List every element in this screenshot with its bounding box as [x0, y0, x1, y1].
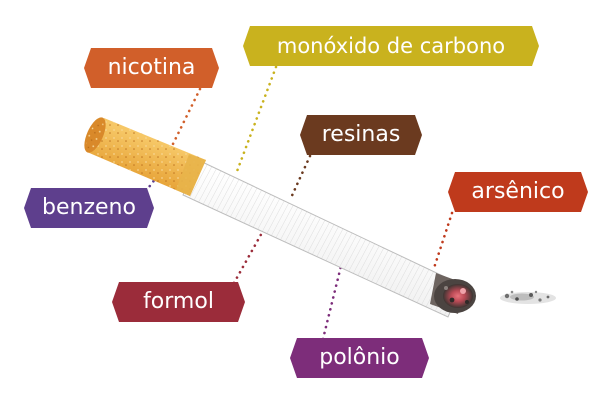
leader-nicotina [170, 87, 202, 148]
cigarette-filter [84, 117, 206, 196]
ash-pile [500, 290, 556, 304]
leader-arsenico [432, 211, 454, 270]
label-monoxido-de-carbono: monóxido de carbono [243, 26, 539, 66]
leader-monoxido [234, 65, 278, 176]
leader-polonio [321, 260, 344, 341]
leader-formol [232, 220, 270, 285]
label-arsenico: arsênico [448, 172, 588, 212]
leader-resinas [288, 154, 312, 202]
label-nicotina: nicotina [84, 48, 219, 88]
label-resinas: resinas [300, 115, 422, 155]
label-polonio: polônio [290, 338, 429, 378]
cigarette-ember [430, 273, 476, 314]
label-benzeno: benzeno [24, 188, 154, 228]
label-formol: formol [112, 282, 245, 322]
